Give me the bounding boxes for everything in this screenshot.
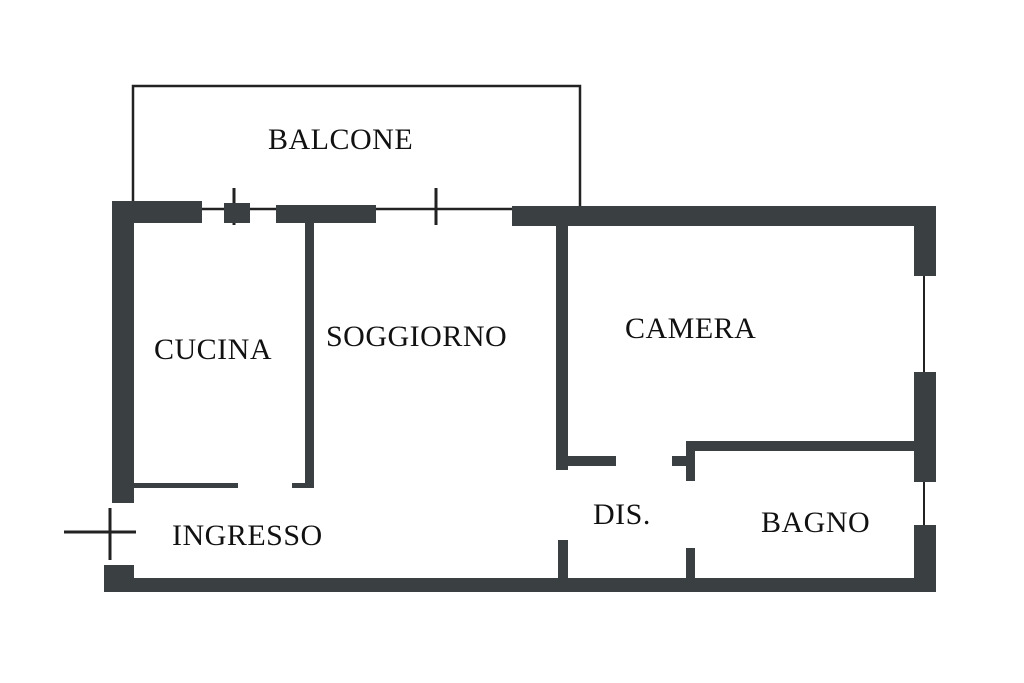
room-label-soggiorno: SOGGIORNO <box>326 320 507 353</box>
room-label-cucina: CUCINA <box>154 333 272 366</box>
room-label-ingresso: INGRESSO <box>172 519 323 552</box>
entrance-door-marker <box>64 508 136 560</box>
room-label-bagno: BAGNO <box>761 506 870 539</box>
room-label-dis: DIS. <box>593 498 651 531</box>
room-label-balcone: BALCONE <box>268 123 413 156</box>
interior-walls <box>134 223 916 588</box>
room-label-camera: CAMERA <box>625 312 756 345</box>
outer-walls <box>104 201 936 592</box>
